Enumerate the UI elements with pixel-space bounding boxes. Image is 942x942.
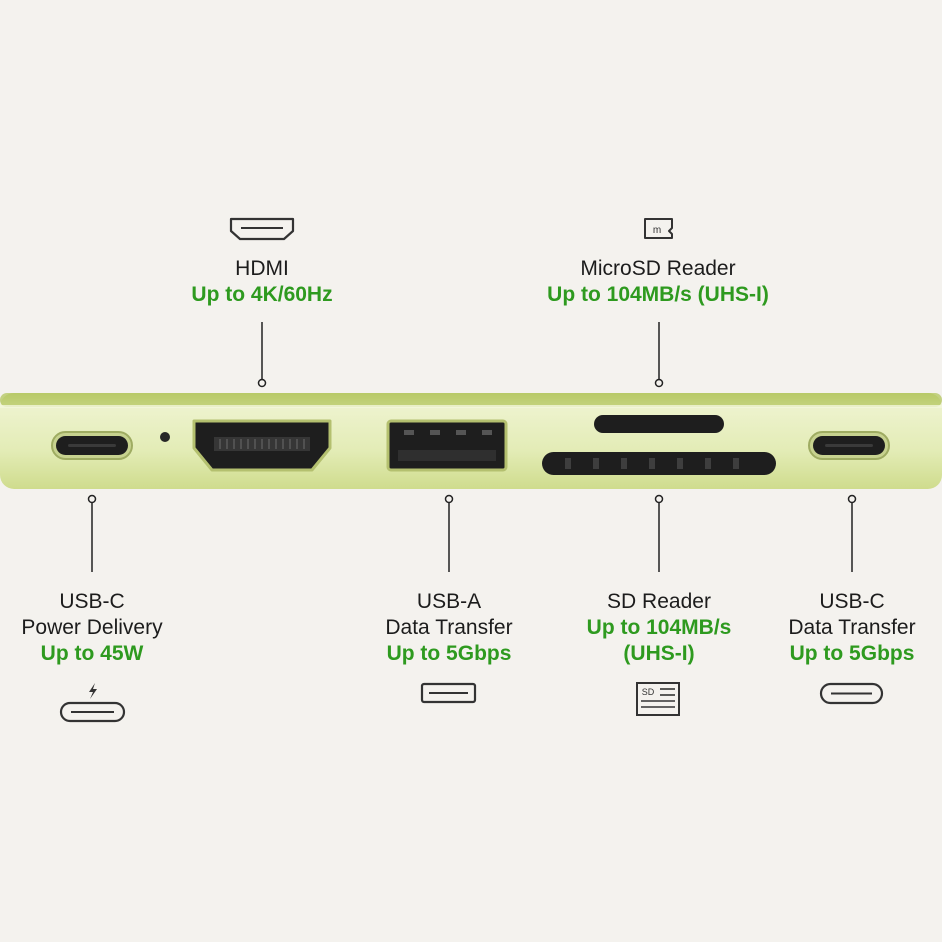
usbc-data-spec: Up to 5Gbps [789,642,915,665]
hdmi-name: HDMI [235,257,289,280]
sd-slot [542,452,776,475]
usbc-pd-port [51,431,133,460]
usba-callout: USB-A Data Transfer Up to 5Gbps [385,589,512,667]
microsd-callout: MicroSD Reader Up to 104MB/s (UHS-I) [547,256,769,308]
usbc-data-callout: USB-C Data Transfer Up to 5Gbps [788,589,915,667]
usbc-pd-spec: Up to 45W [40,642,144,665]
leader-line-sd [654,494,664,572]
microsd-name: MicroSD Reader [580,257,736,280]
usbc-pd-callout: USB-C Power Delivery Up to 45W [21,589,162,667]
usbc-icon [819,682,884,705]
usba-icon [420,682,477,704]
microsd-icon-letter: m [653,225,661,236]
usbc-data-port [808,431,890,460]
usba-spec: Up to 5Gbps [386,642,512,665]
sd-card-icon-letters: SD [642,687,655,697]
leader-line-usbc-pd [87,494,97,572]
sd-callout: SD Reader Up to 104MB/s (UHS-I) [587,589,732,667]
usbc-lightning-icon [59,683,126,723]
microsd-slot [594,415,724,433]
leader-line-usbc-data [847,494,857,572]
usba-name-line1: USB-A [416,590,482,613]
leader-line-hdmi [257,322,267,388]
sd-spec-line1: Up to 104MB/s [586,616,732,639]
microsd-spec: Up to 104MB/s (UHS-I) [547,283,769,306]
sd-spec-line2: (UHS-I) [623,642,695,665]
usbc-pd-name-line1: USB-C [59,590,125,613]
usba-name-line2: Data Transfer [385,616,513,639]
usbc-data-name-line2: Data Transfer [788,616,916,639]
hdmi-port [192,419,332,472]
usba-port [386,419,508,472]
sd-name: SD Reader [607,590,711,613]
hdmi-icon [229,217,295,241]
usbc-data-name-line1: USB-C [819,590,885,613]
leader-line-microsd [654,322,664,388]
leader-line-usba [444,494,454,572]
hdmi-callout: HDMI Up to 4K/60Hz [191,256,332,308]
sd-card-icon: SD [636,682,680,716]
status-led [160,432,170,442]
microsd-icon: m [644,218,673,239]
hdmi-spec: Up to 4K/60Hz [191,283,333,306]
usbc-pd-name-line2: Power Delivery [21,616,163,639]
